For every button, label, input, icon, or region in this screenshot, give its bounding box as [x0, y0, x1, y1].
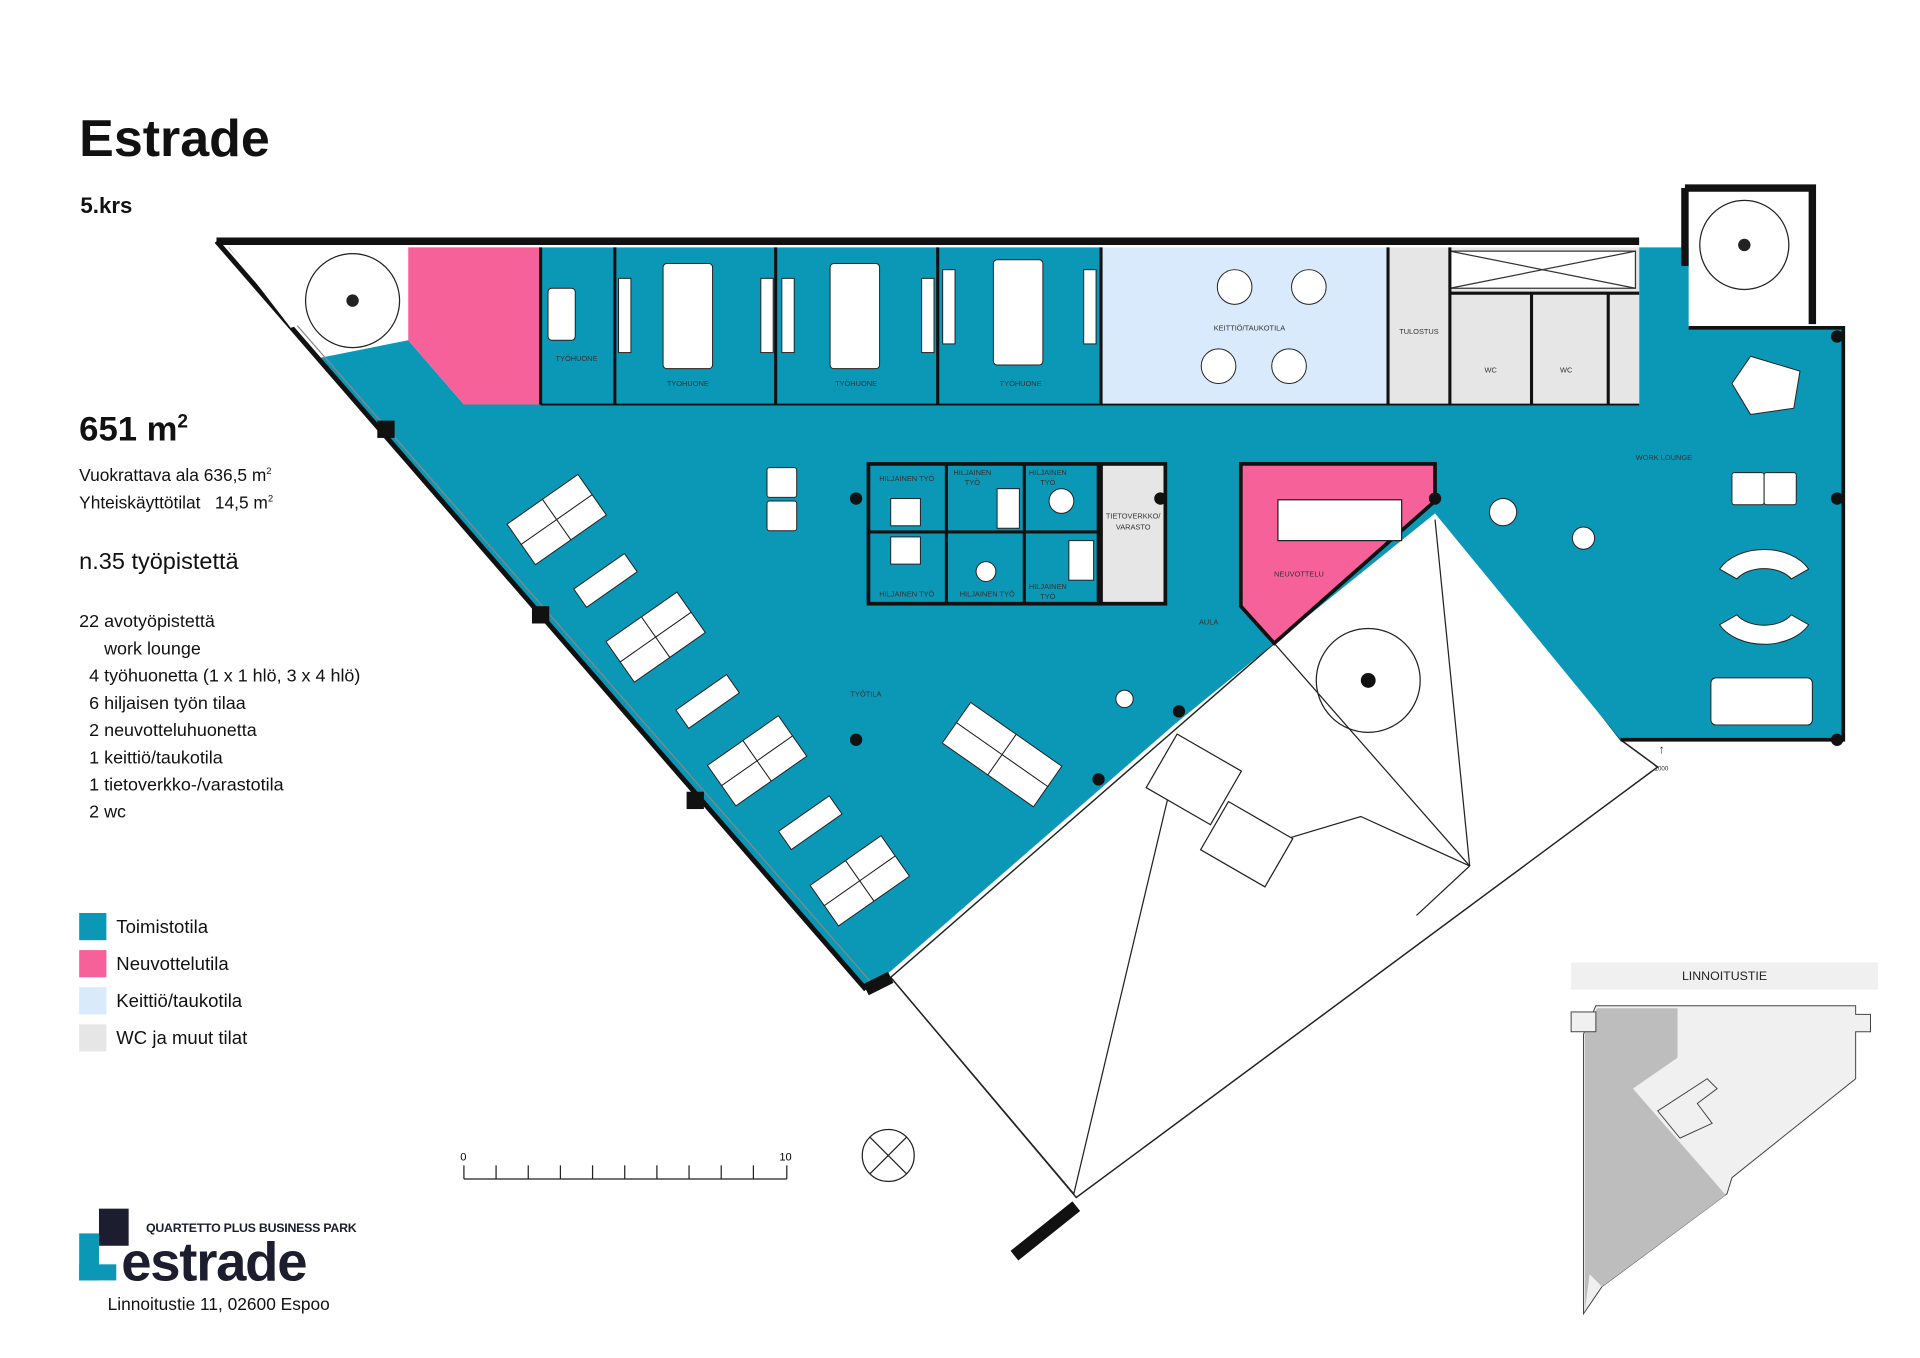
feature-item: 1 keittiö/taukotila	[79, 748, 223, 769]
logo-mark-teal-foot	[79, 1264, 117, 1281]
room-label-lobby: AULA	[1199, 618, 1218, 627]
network-storage-room	[1099, 462, 1168, 606]
legend-swatch	[79, 987, 107, 1015]
legend: Toimistotila Neuvottelutila Keittiö/tauk…	[79, 912, 248, 1061]
floor-label: 5.krs	[80, 192, 133, 218]
room-label-print: TULOSTUS	[1399, 327, 1439, 336]
room-label-work-room: TYÖHUONE	[1000, 379, 1042, 388]
stair-center	[1738, 238, 1751, 252]
rentable-area-text: Vuokrattava ala 636,5 m	[79, 465, 267, 485]
legend-label: Neuvottelutila	[116, 953, 229, 975]
feature-item: 2 neuvotteluhuonetta	[79, 721, 257, 742]
scale-end: 10	[779, 1151, 791, 1163]
columns	[377, 330, 1844, 810]
north-arrow-icon	[861, 1128, 915, 1183]
room-label-quiet: HILJAINEN	[1029, 582, 1067, 591]
room-label-wc: WC	[1560, 365, 1573, 374]
office-area	[315, 247, 1844, 990]
shared-area: Yhteiskäyttötilat 14,5 m2	[79, 489, 273, 516]
feature-item: 2 wc	[79, 802, 127, 823]
key-map-street-label: LINNOITUSTIE	[1682, 969, 1767, 983]
legend-swatch	[79, 912, 107, 941]
feature-item: work lounge	[79, 639, 201, 660]
legend-label: WC ja muut tilat	[116, 1027, 248, 1049]
legend-label: Toimistotila	[116, 916, 209, 938]
workstation-count: n.35 työpistettä	[79, 549, 239, 576]
room-label-quiet: HILJAINEN TYÖ	[960, 589, 1015, 598]
legend-item-kitchen: Keittiö/taukotila	[79, 987, 247, 1015]
room-label-work-room: TYÖHUONE	[555, 354, 597, 363]
room-label-wc: WC	[1485, 365, 1498, 374]
logo-name: estrade	[121, 1232, 307, 1293]
unit-sup: 2	[177, 411, 189, 433]
room-label-quiet: HILJAINEN	[953, 468, 991, 477]
atrium-lines	[890, 519, 1471, 1195]
conference-table	[1277, 499, 1403, 542]
shaft-cross	[1449, 250, 1636, 289]
rentable-area: Vuokrattava ala 636,5 m2	[79, 461, 273, 488]
legend-item-meeting: Neuvottelutila	[79, 950, 247, 978]
open-desk-clusters	[506, 473, 1063, 927]
key-map-street-bar	[1571, 962, 1878, 990]
door-width-label: 1000	[1655, 766, 1669, 773]
feature-list: 22 avotyöpistettä work lounge 4 työhuone…	[79, 609, 360, 827]
stair-center	[346, 294, 359, 307]
area-details: Vuokrattava ala 636,5 m2 Yhteiskäyttötil…	[79, 461, 273, 515]
feature-item: 1 tietoverkko-/varastotila	[79, 775, 284, 796]
legend-item-other: WC ja muut tilat	[79, 1024, 248, 1052]
room-label-meeting: NEUVOTTELU	[1274, 569, 1324, 578]
exterior-walls	[214, 184, 1846, 1261]
scale-bar	[463, 1165, 788, 1180]
total-area: 651 m2	[79, 408, 188, 450]
unit-sup: 2	[266, 465, 272, 477]
furniture	[547, 259, 1813, 726]
room-label-quiet: HILJAINEN	[1029, 468, 1067, 477]
room-label-work-lounge: WORK LOUNGE	[1636, 453, 1692, 462]
entrance-arrow-icon: ↑	[1658, 742, 1664, 756]
room-label-network: TIETOVERKKO/	[1106, 511, 1162, 520]
room-label-work-room: TYÖHUONE	[667, 379, 709, 388]
legend-swatch	[79, 1024, 107, 1052]
room-label-kitchen: KEITTIÖ/TAUKOTILA	[1214, 323, 1286, 332]
feature-item: 22 avotyöpistettä	[79, 612, 215, 633]
room-label-quiet: HILJAINEN TYÖ	[879, 589, 934, 598]
room-label-quiet: TYÖ	[1040, 478, 1055, 487]
logo-subtitle: QUARTETTO PLUS BUSINESS PARK	[145, 1222, 357, 1236]
scale-start: 0	[460, 1151, 466, 1163]
shared-area-text: Yhteiskäyttötilat 14,5 m	[79, 492, 268, 513]
feature-item: 6 hiljaisen työn tilaa	[79, 694, 246, 714]
total-area-value: 651 m	[79, 409, 178, 448]
room-label-quiet: HILJAINEN TYÖ	[879, 474, 934, 483]
room-label-network: VARASTO	[1116, 522, 1151, 531]
room-label-work-room: TYÖHUONE	[835, 379, 877, 388]
logo-mark-dark	[98, 1208, 129, 1246]
room-label-open-office: TYÖTILA	[851, 689, 882, 698]
page-title: Estrade	[79, 108, 270, 168]
corner-void	[228, 247, 310, 328]
legend-item-office: Toimistotila	[79, 912, 247, 941]
interior-walls	[539, 247, 1640, 406]
legend-swatch	[79, 950, 107, 978]
meeting-room-small	[408, 247, 541, 405]
feature-item: 4 työhuonetta (1 x 1 hlö, 3 x 4 hlö)	[79, 666, 361, 687]
unit-sup: 2	[267, 492, 274, 504]
room-label-quiet: TYÖ	[1040, 592, 1055, 601]
legend-label: Keittiö/taukotila	[116, 990, 243, 1012]
stair-center	[1360, 672, 1376, 688]
quiet-room-walls	[868, 463, 1099, 604]
room-label-quiet: TYÖ	[965, 478, 980, 487]
address: Linnoitustie 11, 02600 Espoo	[107, 1294, 330, 1314]
key-map	[1570, 1005, 1871, 1316]
